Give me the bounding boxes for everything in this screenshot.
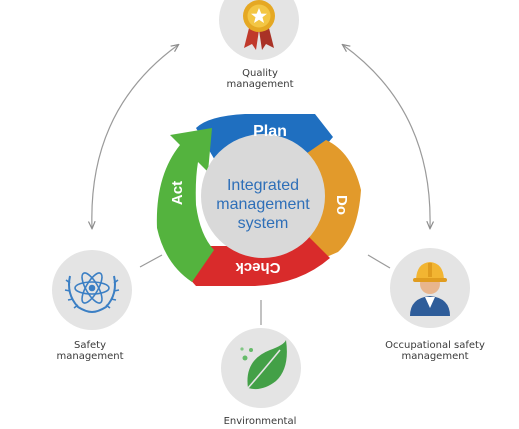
quality-label: Quality management — [205, 68, 315, 90]
safety-label-line2: management — [56, 351, 124, 362]
quality-label-line2: management — [226, 79, 294, 90]
safety-label: Safety management — [35, 340, 145, 362]
atom-laurel-icon — [64, 272, 120, 313]
arrow-quality-occupational — [343, 45, 430, 228]
occupational-label-line1: Occupational safety — [385, 340, 485, 351]
medal-icon — [243, 0, 275, 50]
node-safety — [52, 250, 132, 330]
cycle-arrow-act — [156, 128, 214, 282]
leaf-icon — [240, 340, 287, 390]
center-text-line3: system — [238, 215, 289, 232]
occupational-label-line2: management — [401, 351, 469, 362]
cycle-label-plan: Plan — [253, 123, 287, 140]
node-environmental — [221, 328, 301, 408]
node-occupational — [390, 248, 470, 328]
center-text-line2: management — [216, 196, 310, 213]
worker-hardhat-icon — [410, 262, 450, 316]
arrow-quality-safety — [92, 45, 178, 228]
connector-safety — [139, 254, 163, 268]
environmental-label-line1: Environmental — [223, 416, 297, 427]
environmental-label: Environmental — [200, 416, 320, 427]
cycle-label-check: Check — [235, 259, 281, 276]
cycle-label-act: Act — [169, 181, 186, 205]
node-quality — [219, 0, 299, 60]
cycle-label-do: Do — [333, 195, 350, 215]
safety-label-line1: Safety — [74, 340, 106, 351]
center-circle — [201, 134, 325, 258]
connector-occupational — [367, 254, 391, 269]
quality-label-line1: Quality — [242, 68, 278, 79]
occupational-label: Occupational safety management — [365, 340, 505, 362]
center-text-line1: Integrated — [227, 177, 299, 194]
